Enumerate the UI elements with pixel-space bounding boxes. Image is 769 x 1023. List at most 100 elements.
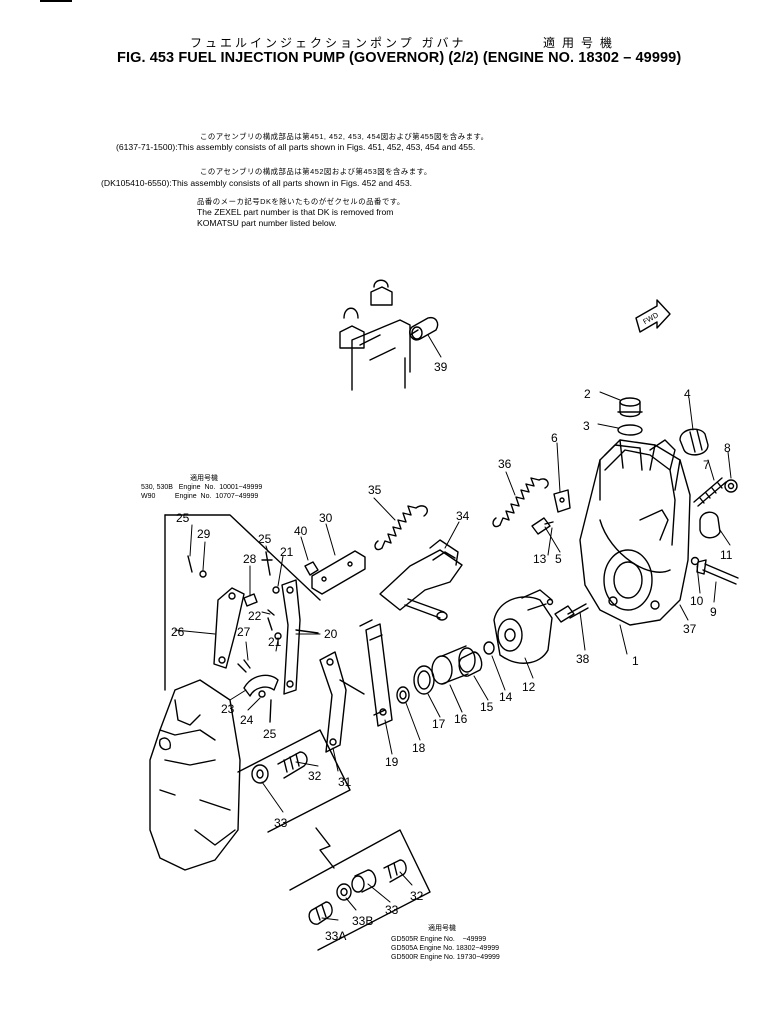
callout-21-a: 21: [280, 545, 294, 559]
note-1-text: This assembly consists of all parts show…: [177, 142, 476, 152]
callout-3: 3: [583, 419, 590, 433]
japanese-title: フュエルインジェクションポンプ ガバナ: [190, 36, 467, 50]
zigzag-connector: [315, 827, 335, 869]
note-1-en: (6137-71-1500):This assembly consists of…: [116, 142, 475, 152]
leader-lines: [174, 334, 732, 921]
part-39-sleeve: [409, 316, 439, 341]
inset-middle-frame: [237, 729, 351, 833]
callout-20: 20: [324, 627, 338, 641]
callout-1: 1: [632, 654, 639, 668]
part-26-lever: [213, 587, 245, 669]
note-2-en: (DK105410-6550):This assembly consists o…: [101, 178, 412, 188]
callout-34: 34: [456, 509, 470, 523]
part-33b-nut: [336, 883, 352, 901]
inset-bottom-header: 適用号機: [428, 925, 456, 932]
callout-40: 40: [294, 524, 308, 538]
part-25-pin-b: [261, 551, 273, 576]
part-20-lever: [281, 579, 319, 695]
callout-8: 8: [724, 441, 731, 455]
part-36-spring: [492, 477, 549, 528]
note-3-en-1: The ZEXEL part number is that DK is remo…: [197, 207, 394, 217]
callout-37: 37: [683, 622, 697, 636]
part-27-clip: [237, 659, 251, 673]
part-2-plug: [617, 397, 643, 418]
inset-bottom-line-3: GD500R Engine No. 19730~49999: [391, 954, 500, 961]
note-1-jp: このアセンブリの構成部品は第451, 452, 453, 454図および第455…: [200, 132, 489, 141]
part-5-bolt: [531, 517, 554, 535]
fwd-arrow-icon: FWD: [635, 299, 671, 333]
callout-4: 4: [684, 387, 691, 401]
callout-19: 19: [385, 755, 399, 769]
callout-9: 9: [710, 605, 717, 619]
callout-25-a: 25: [176, 511, 190, 525]
part-35-spring: [374, 505, 428, 551]
callout-15: 15: [480, 700, 494, 714]
inset-left-line-1: 530, 530B Engine No. 10001~49999: [141, 484, 263, 491]
callout-11: 11: [720, 548, 733, 562]
callout-22: 22: [248, 609, 262, 623]
callout-25-b: 25: [258, 532, 272, 546]
part-29-washer: [199, 570, 207, 578]
part-32-screw-a: [277, 751, 308, 779]
pump-top-assembly: [339, 279, 419, 391]
part-32-screw-b: [383, 859, 407, 883]
part-22-pin: [267, 609, 275, 631]
part-25-pin-c: [269, 699, 272, 723]
figure-title: FIG. 453 FUEL INJECTION PUMP (GOVERNOR) …: [117, 50, 682, 66]
note-2-text: This assembly consists of all parts show…: [171, 178, 412, 188]
part-8-nut: [724, 479, 738, 493]
callout-10: 10: [690, 594, 704, 608]
part-24-washer: [258, 690, 266, 698]
callout-25-c: 25: [263, 727, 277, 741]
part-4-cap: [679, 428, 709, 456]
callout-32-b: 32: [410, 889, 424, 903]
part-40-bolt: [304, 561, 319, 576]
callout-5: 5: [555, 552, 562, 566]
callout-16: 16: [454, 712, 468, 726]
callout-6: 6: [551, 431, 558, 445]
part-33a-screw: [308, 901, 333, 925]
callout-12: 12: [522, 680, 536, 694]
part-34-lever: [379, 539, 463, 621]
callout-7: 7: [703, 458, 710, 472]
callout-38: 38: [576, 652, 590, 666]
part-18-ring: [396, 686, 410, 704]
part-3-gasket: [617, 424, 643, 436]
note-2-jp: このアセンブリの構成部品は第452図および第453図を含みます。: [200, 167, 432, 176]
japanese-applicability: 適用号機: [543, 36, 620, 50]
callout-24: 24: [240, 713, 254, 727]
note-3-en-2: KOMATSU part number listed below.: [197, 218, 337, 228]
part-30-plate: [311, 550, 366, 595]
note-2-code: (DK105410-6550):: [101, 178, 172, 188]
part-28-bolt: [243, 593, 258, 607]
inset-left-line-2: W90 Engine No. 10707~49999: [141, 493, 259, 500]
callout-35: 35: [368, 483, 382, 497]
part-11-cap: [699, 511, 721, 539]
part-9-screw: [696, 559, 739, 585]
callout-33b: 33B: [352, 914, 373, 928]
part-33-sleeve: [351, 869, 377, 893]
part-21-washer-b: [274, 632, 282, 640]
part-19-lever: [359, 619, 393, 727]
callout-33-a: 33: [274, 816, 288, 830]
part-1-governor-housing: [579, 439, 691, 626]
part-25-pin-a: [187, 555, 193, 573]
part-21-washer-a: [272, 586, 280, 594]
callout-36: 36: [498, 457, 512, 471]
note-3-jp: 品番のメーカ記号DKを除いたものがゼクセルの品番です。: [197, 197, 405, 206]
note-1-code: (6137-71-1500):: [116, 142, 178, 152]
part-16-sleeve: [431, 645, 476, 685]
callout-labels: 1 2 3 4 5 6 7 8 9 10 11 12 13 14 15 16 1…: [171, 360, 733, 943]
callout-2: 2: [584, 387, 591, 401]
callout-39: 39: [434, 360, 448, 374]
callout-28: 28: [243, 552, 257, 566]
inset-bottom-frame: [289, 829, 431, 951]
callout-27: 27: [237, 625, 251, 639]
callout-23: 23: [221, 702, 235, 716]
callout-18: 18: [412, 741, 426, 755]
callout-33a: 33A: [325, 929, 346, 943]
callout-33-b: 33: [385, 903, 399, 917]
callout-14: 14: [499, 690, 513, 704]
callout-21-b: 21: [268, 635, 282, 649]
part-6-clip: [553, 489, 571, 513]
